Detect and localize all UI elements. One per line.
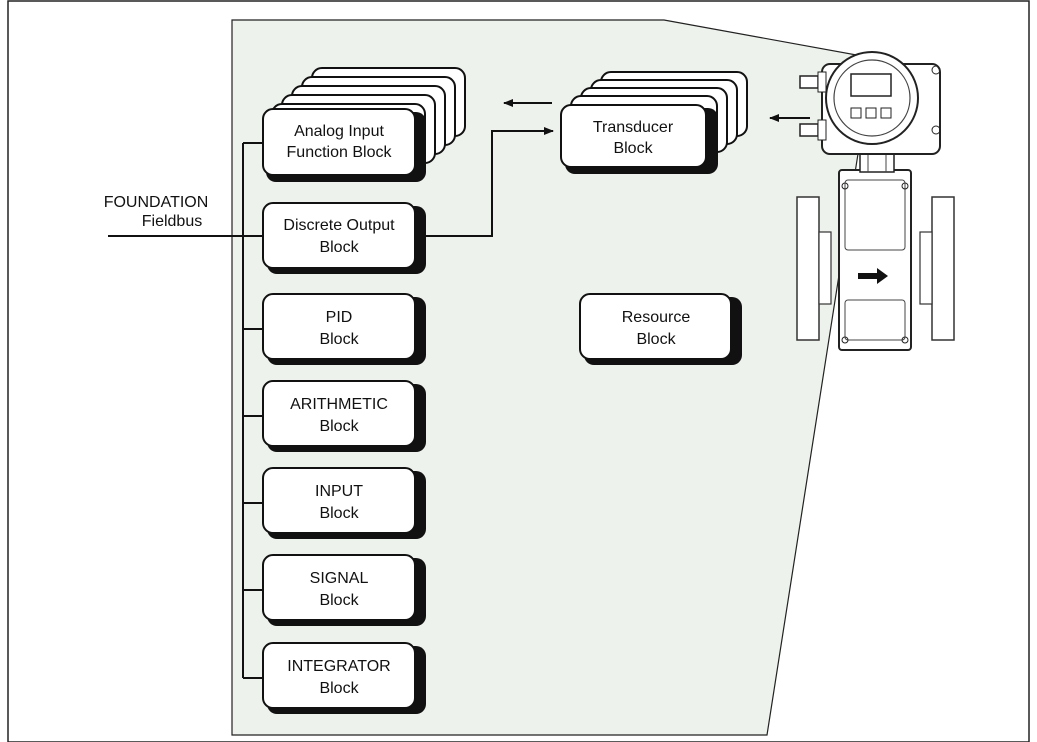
transducer-block[interactable]: Transducer Block xyxy=(560,104,718,174)
arithmetic-block[interactable]: ARITHMETIC Block xyxy=(262,380,426,452)
signal-block[interactable]: SIGNAL Block xyxy=(262,554,426,626)
input-label-line2: Block xyxy=(319,505,359,522)
transducer-label-line1: Transducer xyxy=(593,119,674,136)
analog-input-function-block[interactable]: Analog Input Function Block xyxy=(262,108,426,182)
signal-label-line1: SIGNAL xyxy=(310,570,369,587)
resource-block[interactable]: Resource Block xyxy=(579,293,742,365)
outer-frame xyxy=(7,0,1030,742)
input-block[interactable]: INPUT Block xyxy=(262,467,426,539)
integrator-label-line2: Block xyxy=(319,680,359,697)
discrete-output-label-line2: Block xyxy=(319,239,359,256)
signal-label-line2: Block xyxy=(319,592,359,609)
integrator-block[interactable]: INTEGRATOR Block xyxy=(262,642,426,714)
arithmetic-label-line2: Block xyxy=(319,418,359,435)
bus-branches xyxy=(243,142,263,679)
pid-label-line2: Block xyxy=(319,331,359,348)
pid-label-line1: PID xyxy=(326,309,353,326)
flowmeter-device-illustration xyxy=(796,51,955,351)
fieldbus-label-line1: FOUNDATION xyxy=(104,194,209,211)
pid-block[interactable]: PID Block xyxy=(262,293,426,365)
resource-label-line2: Block xyxy=(636,331,676,348)
arithmetic-label-line1: ARITHMETIC xyxy=(290,396,388,413)
fieldbus-label-line2: Fieldbus xyxy=(142,213,202,230)
integrator-label-line1: INTEGRATOR xyxy=(287,658,390,675)
discrete-output-label-line1: Discrete Output xyxy=(283,217,395,234)
discrete-to-transducer-connector xyxy=(415,127,554,237)
discrete-output-block[interactable]: Discrete Output Block xyxy=(262,202,426,274)
analog-input-label-line1: Analog Input xyxy=(294,123,384,140)
analog-input-label-line2: Function Block xyxy=(287,144,393,161)
transducer-label-line2: Block xyxy=(613,140,653,157)
flow-direction-arrow xyxy=(858,268,888,284)
input-label-line1: INPUT xyxy=(315,483,363,500)
resource-label-line1: Resource xyxy=(622,309,691,326)
